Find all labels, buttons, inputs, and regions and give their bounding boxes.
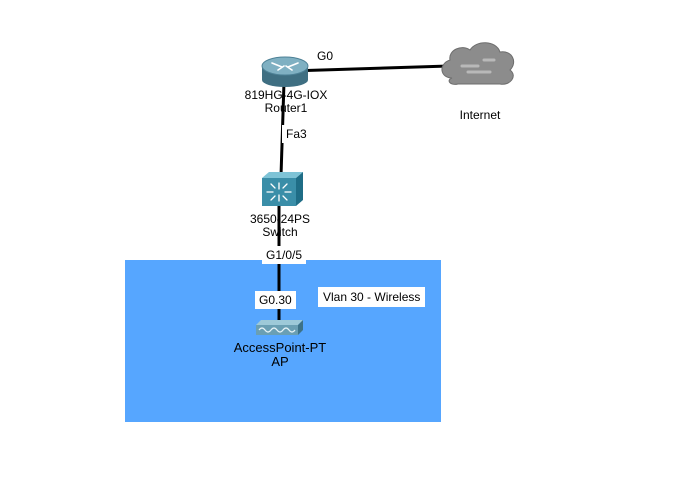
access-point-icon[interactable] xyxy=(256,320,303,335)
ap-model-label: AccessPoint-PT xyxy=(233,340,327,355)
internet-label: Internet xyxy=(459,108,501,122)
router-icon[interactable] xyxy=(261,56,309,87)
cloud-icon[interactable] xyxy=(441,42,515,85)
switch-model-label: 3650-24PS xyxy=(249,212,311,226)
port-label-switch-g1-0-5: G1/0/5 xyxy=(262,246,307,264)
router-model-label: 819HG-4G-IOX xyxy=(244,88,328,102)
router-name-label: Router1 xyxy=(264,101,308,115)
switch-name-label: Switch xyxy=(262,225,298,239)
port-label-fa3: Fa3 xyxy=(282,125,311,143)
port-label-ap-g0-30: G0.30 xyxy=(255,291,296,309)
vlan-label: Vlan 30 - Wireless xyxy=(318,287,426,307)
switch-icon[interactable] xyxy=(262,172,303,206)
port-label-g0: G0 xyxy=(313,47,338,65)
ap-name-label: AP xyxy=(271,354,289,369)
link-router-internet xyxy=(289,64,450,73)
